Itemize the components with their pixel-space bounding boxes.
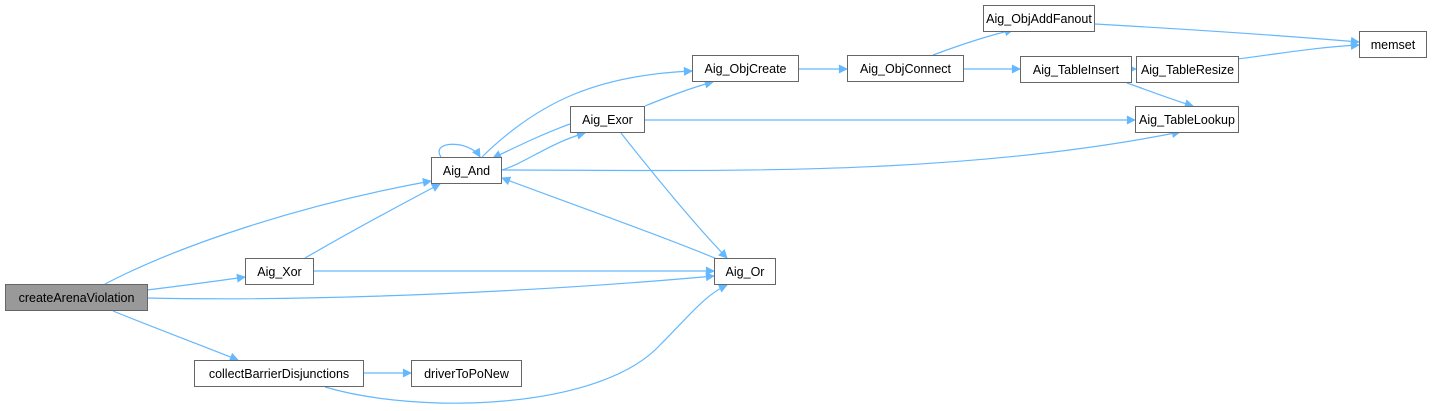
edge-collectBarrierDisjunctions-to-Aig_Or bbox=[324, 284, 728, 404]
edge-Aig_ObjConnect-to-Aig_ObjAddFanout bbox=[932, 27, 1014, 56]
edge-Aig_Exor-to-Aig_And bbox=[492, 123, 571, 159]
edge-Aig_And-to-Aig_ObjCreate bbox=[481, 66, 693, 158]
edge-Aig_Exor-to-Aig_Or bbox=[620, 132, 728, 259]
node-Aig_ObjConnect[interactable]: Aig_ObjConnect bbox=[847, 55, 964, 82]
node-Aig_TableInsert[interactable]: Aig_TableInsert bbox=[1020, 56, 1132, 83]
edge-createArenaViolation-to-Aig_Or bbox=[146, 272, 715, 300]
node-Aig_Or[interactable]: Aig_Or bbox=[714, 258, 776, 285]
edge-createArenaViolation-to-Aig_Xor bbox=[146, 273, 246, 291]
edge-Aig_ObjAddFanout-to-memset bbox=[1094, 23, 1360, 46]
edge-Aig_TableResize-to-memset bbox=[1237, 40, 1360, 60]
node-Aig_ObjAddFanout[interactable]: Aig_ObjAddFanout bbox=[983, 5, 1095, 32]
node-Aig_TableLookup[interactable]: Aig_TableLookup bbox=[1135, 106, 1239, 133]
edge-createArenaViolation-to-collectBarrierDisjunctions bbox=[112, 310, 239, 362]
node-collectBarrierDisjunctions[interactable]: collectBarrierDisjunctions bbox=[194, 360, 364, 387]
edge-createArenaViolation-to-Aig_And bbox=[104, 178, 432, 285]
edge-Aig_Exor-to-Aig_ObjCreate bbox=[644, 79, 714, 107]
node-Aig_Exor[interactable]: Aig_Exor bbox=[570, 106, 645, 133]
node-driverToPoNew[interactable]: driverToPoNew bbox=[411, 360, 522, 387]
edge-Aig_TableInsert-to-Aig_TableLookup bbox=[1126, 82, 1194, 108]
node-Aig_TableResize[interactable]: Aig_TableResize bbox=[1136, 56, 1239, 83]
node-Aig_ObjCreate[interactable]: Aig_ObjCreate bbox=[692, 55, 799, 82]
edge-Aig_Or-to-Aig_And bbox=[501, 176, 718, 260]
edge-Aig_And-to-Aig_Exor bbox=[501, 130, 586, 171]
node-createArenaViolation: createArenaViolation bbox=[5, 284, 148, 311]
node-Aig_And[interactable]: Aig_And bbox=[431, 157, 502, 184]
edge-Aig_And-to-Aig_And bbox=[438, 143, 481, 158]
edge-Aig_And-to-Aig_TableLookup bbox=[501, 129, 1181, 172]
node-Aig_Xor[interactable]: Aig_Xor bbox=[245, 258, 314, 285]
edge-Aig_Xor-to-Aig_And bbox=[304, 183, 441, 259]
node-memset[interactable]: memset bbox=[1359, 31, 1427, 58]
